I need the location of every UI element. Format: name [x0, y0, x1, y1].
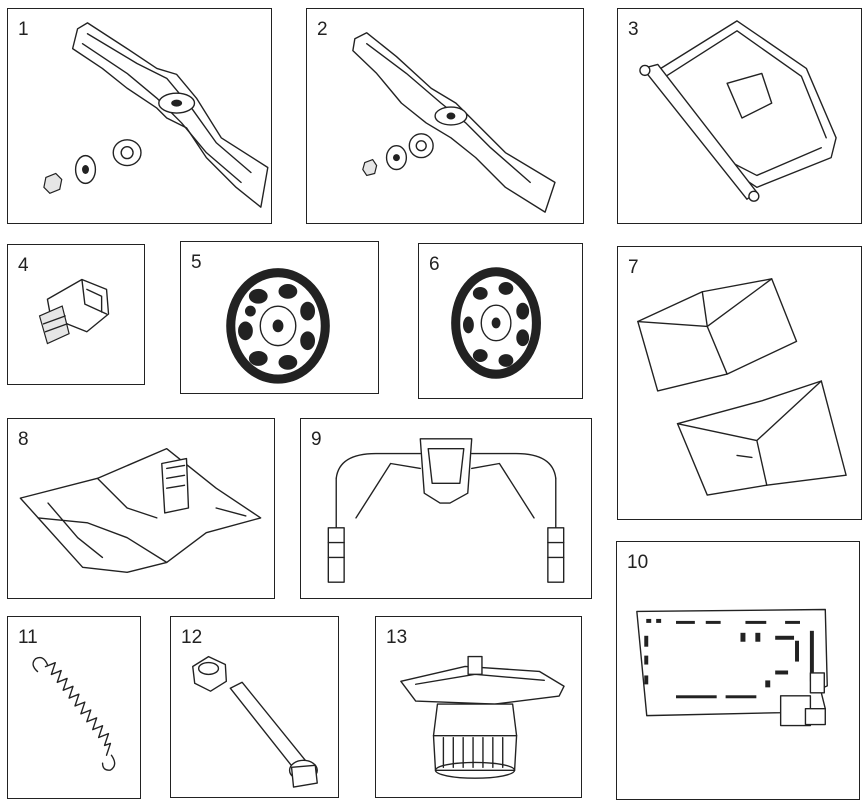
part-panel-13: 10: [616, 541, 860, 800]
part-panel-9: 9: [300, 418, 592, 599]
part-number: 2: [317, 19, 328, 40]
part-number: 9: [311, 429, 322, 450]
circuit-board-icon: [636, 608, 828, 727]
mulching-plug-icon: [19, 447, 262, 573]
bolt-and-nut-icon: [192, 655, 318, 788]
part-number: 5: [191, 252, 202, 273]
part-panel-11: 12: [170, 616, 339, 798]
front-wheel-icon: [451, 267, 541, 379]
part-panel-8: 7: [617, 246, 862, 520]
mower-blade-standard-icon: [43, 22, 269, 208]
part-number: 3: [628, 19, 639, 40]
part-panel-2: 2: [306, 8, 584, 224]
safety-key-icon: [38, 278, 110, 345]
part-number: 8: [18, 429, 29, 450]
tension-spring-icon: [32, 656, 116, 771]
part-panel-1: 1: [7, 8, 272, 224]
handle-assembly-icon: [327, 438, 565, 583]
grass-catcher-bag-icon: [637, 278, 847, 496]
part-number: 10: [627, 552, 649, 573]
part-number: 6: [429, 254, 440, 275]
part-panel-3: 3: [617, 8, 862, 224]
part-number: 7: [628, 257, 639, 278]
rear-flap-icon: [639, 20, 837, 202]
part-number: 11: [18, 627, 38, 648]
part-number: 1: [18, 19, 29, 40]
mower-blade-alternate-icon: [352, 32, 556, 213]
motor-assembly-icon: [400, 655, 565, 779]
part-number: 12: [181, 627, 203, 648]
part-panel-12: 13: [375, 616, 582, 798]
part-number: 13: [386, 627, 408, 648]
part-panel-4: 4: [7, 244, 145, 385]
part-panel-5: 8: [7, 418, 275, 599]
part-panel-7: 6: [418, 243, 583, 399]
part-panel-10: 11: [7, 616, 141, 799]
part-number: 4: [18, 255, 29, 276]
rear-wheel-icon: [226, 268, 330, 384]
part-panel-6: 5: [180, 241, 379, 394]
